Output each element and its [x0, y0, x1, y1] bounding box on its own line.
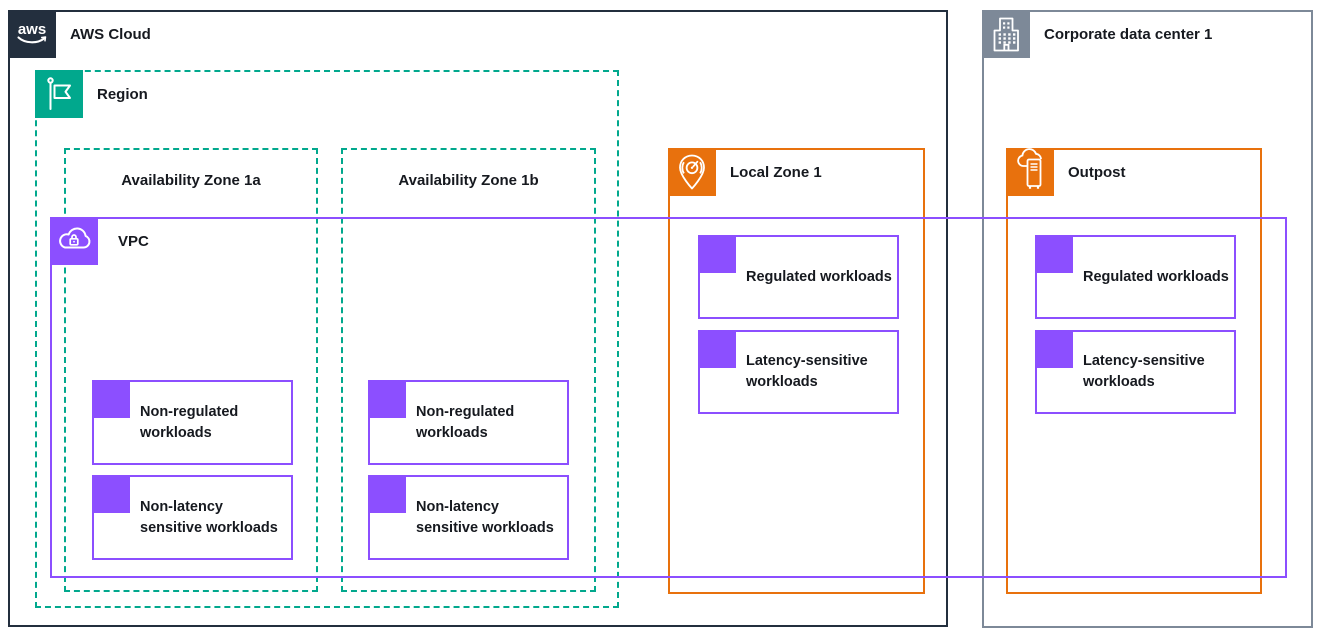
corporate-data-center-header: Corporate data center 1 [982, 10, 1212, 58]
workload-icon [368, 380, 406, 418]
workload-label: Non-regulated workloads [140, 403, 239, 441]
workload-card: Latency-sensitive workloads [1035, 330, 1236, 414]
aws-cloud-group: aws AWS Cloud Region [8, 10, 948, 627]
corporate-data-center-label: Corporate data center 1 [1044, 25, 1213, 43]
aws-cloud-header: aws AWS Cloud [8, 10, 151, 58]
availability-zone-1a-label: Availability Zone 1a [121, 172, 261, 189]
local-zone-label: Local Zone 1 [730, 163, 822, 181]
local-zone-header: Local Zone 1 [668, 148, 822, 196]
region-flag-icon [35, 70, 83, 118]
vpc-cloud-lock-icon [50, 217, 98, 265]
region-group: Region Availability Zone 1a Non-regulate… [35, 70, 619, 608]
workload-label: Non-regulated workloads [416, 403, 515, 441]
local-zone-group: Local Zone 1 Regulated workloads Latency… [668, 148, 925, 594]
workload-card: Regulated workloads [1035, 235, 1236, 319]
aws-logo-icon: aws [8, 10, 56, 58]
vpc-label: VPC [118, 232, 149, 250]
local-zone-icon [668, 148, 716, 196]
availability-zone-1b-label: Availability Zone 1b [398, 172, 539, 189]
outpost-group: Outpost Regulated workloads Latency-sens… [1006, 148, 1262, 594]
corporate-data-center-group: Corporate data center 1 Outpost Regulate… [982, 10, 1313, 628]
workload-label: Latency-sensitive workloads [746, 353, 868, 390]
outpost-icon [1006, 148, 1054, 196]
workload-icon [1035, 330, 1073, 368]
aws-cloud-label: AWS Cloud [70, 25, 151, 43]
vpc-group: VPC [50, 217, 1287, 578]
outpost-header: Outpost [1006, 148, 1126, 196]
workload-label: Regulated workloads [1083, 268, 1229, 285]
workload-icon [92, 380, 130, 418]
availability-zone-1b-group: Availability Zone 1b Non-regulated workl… [341, 148, 596, 592]
workload-icon [698, 235, 736, 273]
workload-card: Non-regulated workloads [368, 380, 569, 465]
workload-icon [368, 475, 406, 513]
region-label: Region [97, 85, 148, 103]
workload-card: Latency-sensitive workloads [698, 330, 899, 414]
vpc-header: VPC [50, 217, 149, 265]
outpost-label: Outpost [1068, 163, 1126, 181]
workload-label: Latency-sensitive workloads [1083, 353, 1205, 390]
workload-icon [1035, 235, 1073, 273]
workload-icon [698, 330, 736, 368]
svg-text:aws: aws [18, 21, 46, 38]
workload-card: Non-latency sensitive workloads [368, 475, 569, 560]
region-header: Region [35, 70, 148, 118]
workload-card: Non-regulated workloads [92, 380, 293, 465]
availability-zone-1a-group: Availability Zone 1a Non-regulated workl… [64, 148, 318, 592]
workload-card: Non-latency sensitive workloads [92, 475, 293, 560]
workload-icon [92, 475, 130, 513]
workload-label: Non-latency sensitive workloads [140, 498, 278, 536]
workload-card: Regulated workloads [698, 235, 899, 319]
workload-label: Regulated workloads [746, 268, 892, 285]
building-icon [982, 10, 1030, 58]
workload-label: Non-latency sensitive workloads [416, 498, 554, 536]
